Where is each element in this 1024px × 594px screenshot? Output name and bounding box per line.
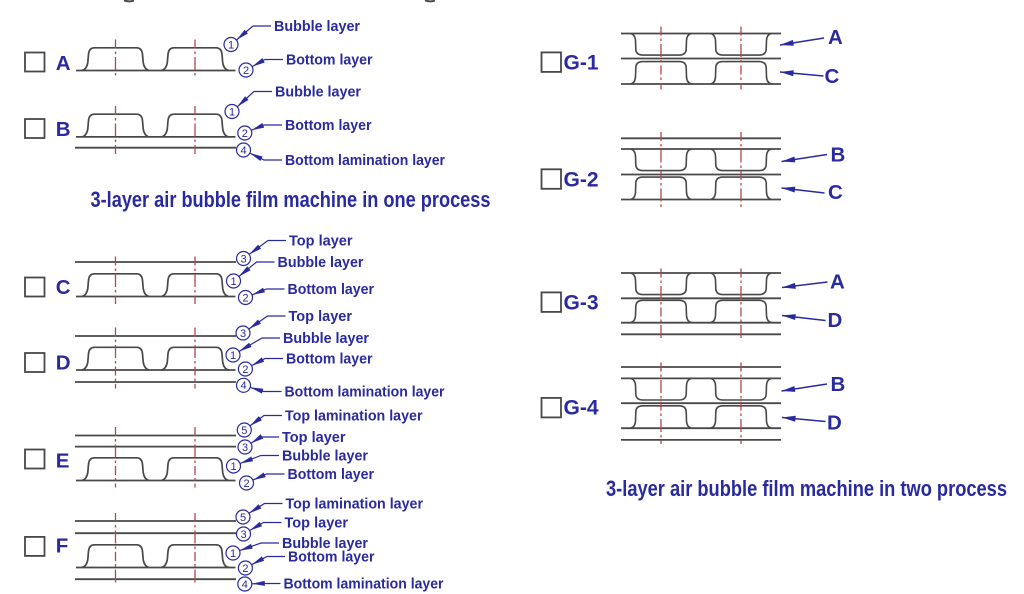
svg-text:A: A xyxy=(56,52,71,75)
svg-text:C: C xyxy=(828,181,843,204)
svg-text:1: 1 xyxy=(230,548,236,560)
svg-text:Bottom lamination layer: Bottom lamination layer xyxy=(285,153,445,169)
svg-text:Top layer: Top layer xyxy=(289,309,353,325)
svg-text:3-layer air bubble film machin: 3-layer air bubble film machine in two p… xyxy=(606,476,1007,501)
svg-text:1: 1 xyxy=(230,350,236,362)
svg-text:C: C xyxy=(56,276,71,299)
svg-text:Bottom layer: Bottom layer xyxy=(285,118,372,134)
svg-text:2: 2 xyxy=(242,128,248,140)
svg-text:G-3: G-3 xyxy=(564,292,599,315)
svg-text:Bubble layer: Bubble layer xyxy=(278,255,364,271)
svg-text:Bottom lamination layer: Bottom lamination layer xyxy=(285,385,445,401)
svg-text:G-2: G-2 xyxy=(564,168,599,191)
svg-text:3: 3 xyxy=(240,529,246,541)
svg-text:B: B xyxy=(831,373,846,396)
svg-text:2: 2 xyxy=(242,364,248,376)
svg-text:1: 1 xyxy=(230,276,236,288)
svg-text:B: B xyxy=(831,144,846,167)
svg-text:2: 2 xyxy=(242,563,248,575)
svg-text:3: 3 xyxy=(242,442,248,454)
svg-text:B: B xyxy=(56,118,71,141)
svg-text:Top layer: Top layer xyxy=(289,234,353,250)
svg-text:1: 1 xyxy=(230,461,236,473)
svg-text:Top lamination layer: Top lamination layer xyxy=(285,409,423,425)
svg-text:5: 5 xyxy=(240,512,246,524)
svg-text:Bubble layer: Bubble layer xyxy=(282,536,368,552)
svg-text:D: D xyxy=(56,352,71,375)
svg-text:C: C xyxy=(825,65,840,88)
svg-text:Bubble layer: Bubble layer xyxy=(282,449,368,465)
svg-text:1: 1 xyxy=(228,39,234,51)
svg-text:Bottom layer: Bottom layer xyxy=(286,352,373,368)
svg-text:Bubble layer: Bubble layer xyxy=(274,19,360,35)
svg-text:Top layer: Top layer xyxy=(285,516,349,532)
svg-text:Bubble layer: Bubble layer xyxy=(283,331,369,347)
svg-text:G-4: G-4 xyxy=(564,396,599,419)
svg-text:Bubble layer: Bubble layer xyxy=(275,85,361,101)
svg-text:3-layer air bubble film machin: 3-layer air bubble film machine in one p… xyxy=(91,187,491,212)
svg-text:5: 5 xyxy=(241,425,247,437)
svg-text:1: 1 xyxy=(229,106,235,118)
svg-text:2: 2 xyxy=(242,292,248,304)
svg-text:Bottom layer: Bottom layer xyxy=(288,467,375,483)
svg-text:Top layer: Top layer xyxy=(282,430,346,446)
svg-text:2: 2 xyxy=(243,478,249,490)
svg-text:E: E xyxy=(56,450,70,473)
svg-text:F: F xyxy=(56,535,69,558)
svg-text:3: 3 xyxy=(240,253,246,265)
svg-text:D: D xyxy=(828,309,843,332)
svg-text:A: A xyxy=(828,26,843,49)
svg-text:Top lamination layer: Top lamination layer xyxy=(286,497,424,513)
svg-text:3: 3 xyxy=(240,328,246,340)
svg-text:4: 4 xyxy=(240,145,246,157)
svg-text:G-1: G-1 xyxy=(564,51,599,74)
svg-text:Bottom layer: Bottom layer xyxy=(288,550,375,566)
svg-text:4: 4 xyxy=(240,380,246,392)
svg-text:D: D xyxy=(827,412,842,435)
svg-text:Bottom lamination layer: Bottom lamination layer xyxy=(284,577,444,593)
svg-text:Bottom layer: Bottom layer xyxy=(288,282,375,298)
svg-text:2: 2 xyxy=(243,65,249,77)
svg-text:4: 4 xyxy=(242,579,248,591)
svg-text:A: A xyxy=(830,271,845,294)
svg-text:Bottom layer: Bottom layer xyxy=(286,53,373,69)
